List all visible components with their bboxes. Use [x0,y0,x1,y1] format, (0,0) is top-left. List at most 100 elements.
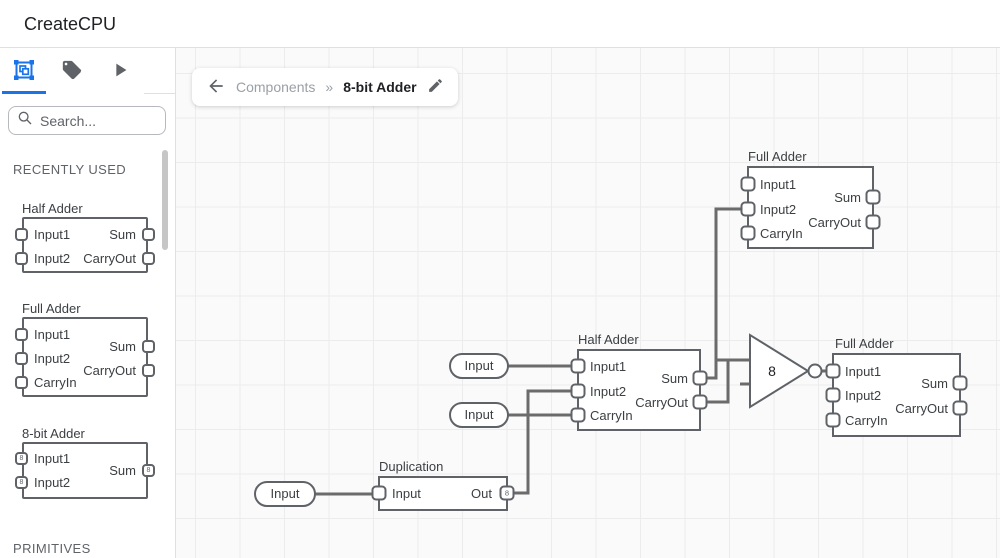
port-sum[interactable] [142,340,155,353]
port-input1[interactable] [15,328,28,341]
wire-half-sum-to-fulladder-input2[interactable] [700,207,742,380]
port-sum[interactable] [692,370,708,386]
port-label: CarryIn [760,226,803,241]
port-input2[interactable] [15,252,28,265]
port-carryin[interactable] [15,376,28,389]
pencil-icon [427,77,444,97]
port-input1[interactable] [825,363,841,379]
port-carryin[interactable] [825,412,841,428]
node-duplication[interactable]: Duplication 8 Input Out [371,459,515,511]
preview-title: 8-bit Adder [22,426,85,441]
port-label: Sum [661,371,688,386]
port-out-bus[interactable] [499,485,515,501]
port-label: CarryIn [34,375,77,390]
port-label: Out [471,486,492,501]
back-button[interactable] [206,76,226,99]
component-sidebar: RECENTLY USED Half Adder Input1 Input2 S… [0,48,176,558]
section-recently-used: RECENTLY USED [13,162,127,177]
bus-width-label: 8 [19,479,24,486]
pin-input-1[interactable]: Input [449,353,509,379]
port-label: Sum [109,227,136,242]
port-label: Input2 [760,202,796,217]
tag-icon [61,59,83,84]
bus-width-label: 8 [146,467,151,474]
tab-labels[interactable] [48,48,96,94]
port-sum[interactable] [865,189,881,205]
component-select-icon [12,58,36,85]
port-label: Input2 [590,384,626,399]
sidebar-scrollbar[interactable] [162,150,168,250]
port-label: Input1 [845,364,881,379]
circuit-graph: Full Adder Input1 Input2 CarryIn Sum Car… [254,149,968,511]
port-label: Input1 [590,359,626,374]
pin-input-2[interactable]: Input [449,402,509,428]
port-label: CarryOut [808,215,861,230]
port-label: Sum [834,190,861,205]
port-input1[interactable] [570,358,586,374]
node-half-adder[interactable]: Half Adder Input1 Input2 CarryIn Sum Car… [570,332,708,431]
port-label: Input1 [34,451,71,466]
wire-half-carryout-up[interactable] [700,359,730,404]
port-label: CarryOut [83,251,136,266]
wires [315,207,827,496]
preview-title: Full Adder [22,301,81,316]
port-input2[interactable] [15,352,28,365]
tab-components[interactable] [0,48,48,94]
port-label: Input2 [34,251,71,266]
port-carryout[interactable] [142,364,155,377]
port-input1[interactable] [15,228,28,241]
port-carryout[interactable] [865,214,881,230]
port-input2[interactable] [740,201,756,217]
breadcrumb-components[interactable]: Components [236,79,316,95]
port-carryout[interactable] [692,394,708,410]
port-label: Sum [109,463,136,478]
port-input2[interactable] [825,387,841,403]
search-icon [17,110,33,131]
circuit-canvas[interactable]: Full Adder Input1 Input2 CarryIn Sum Car… [176,48,1000,558]
buffer-bubble[interactable] [807,363,823,379]
port-sum-bus[interactable]: 8 [142,464,155,477]
port-label: CarryOut [83,363,136,378]
node-full-adder-top[interactable]: Full Adder Input1 Input2 CarryIn Sum Car… [740,149,881,249]
breadcrumb: Components » 8-bit Adder [192,68,458,106]
port-carryout[interactable] [142,252,155,265]
buffer-triangle[interactable] [749,333,810,409]
pin-label: Input [465,407,494,422]
port-label: Input1 [34,327,71,342]
wire-duplication-to-half-input2[interactable] [507,389,578,495]
port-label: Input1 [760,177,796,192]
port-sum[interactable] [952,375,968,391]
node-buffer-gate[interactable]: 8 [749,333,823,409]
pin-input-3[interactable]: Input [254,481,316,507]
tab-simulate[interactable] [96,48,144,94]
node-title: Full Adder [835,336,894,351]
port-label: Sum [921,376,948,391]
search-box [8,106,166,135]
arrow-left-icon [206,76,226,99]
port-label: CarryIn [845,413,888,428]
bus-width-label: 8 [505,489,509,498]
port-carryout[interactable] [952,400,968,416]
node-full-adder-right[interactable]: Full Adder Input1 Input2 CarryIn Sum Car… [825,336,968,437]
search-input[interactable] [40,112,140,129]
port-carryin[interactable] [740,225,756,241]
port-input2-bus[interactable]: 8 [15,476,28,489]
port-input1-bus[interactable]: 8 [15,452,28,465]
port-input2[interactable] [570,383,586,399]
pin-label: Input [271,486,300,501]
port-sum[interactable] [142,228,155,241]
port-label: Sum [109,339,136,354]
section-primitives: PRIMITIVES [13,541,91,556]
port-input[interactable] [371,485,387,501]
port-carryin[interactable] [570,407,586,423]
node-title: Half Adder [578,332,639,347]
port-label: Input [392,486,421,501]
buffer-width-label: 8 [768,363,776,379]
node-title: Duplication [379,459,443,474]
port-label: Input2 [34,351,71,366]
breadcrumb-separator: » [325,79,334,95]
port-label: CarryOut [895,401,948,416]
port-label: Input2 [845,388,881,403]
rename-button[interactable] [427,77,444,97]
port-input1[interactable] [740,176,756,192]
